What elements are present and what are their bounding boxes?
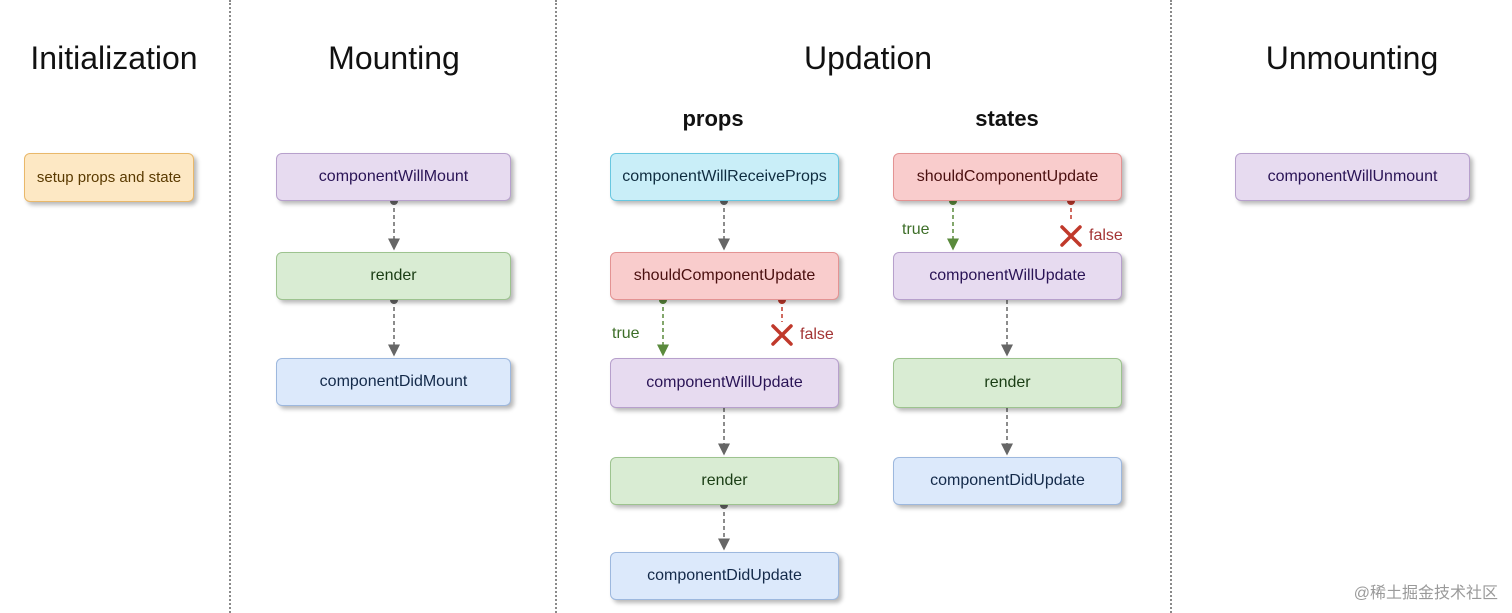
- node-props-should-component-update: shouldComponentUpdate: [610, 252, 839, 300]
- edge-props-render-didupdate: [718, 501, 730, 551]
- divider-mount-update: [555, 0, 557, 613]
- node-props-component-did-update: componentDidUpdate: [610, 552, 839, 600]
- node-props-component-will-update: componentWillUpdate: [610, 358, 839, 408]
- node-component-will-unmount: componentWillUnmount: [1235, 153, 1470, 201]
- divider-update-unmount: [1170, 0, 1172, 613]
- edge-states-should-false: [1060, 197, 1082, 247]
- edge-props-should-false: [771, 296, 793, 346]
- node-props-component-will-receive-props: componentWillReceiveProps: [610, 153, 839, 201]
- subsection-title-props: props: [682, 106, 744, 131]
- node-states-should-component-update: shouldComponentUpdate: [893, 153, 1122, 201]
- edge-states-should-true: [947, 197, 959, 251]
- edge-label-props-false: false: [800, 326, 834, 343]
- node-states-component-will-update: componentWillUpdate: [893, 252, 1122, 300]
- phase-title-mounting: Mounting: [328, 40, 460, 76]
- phase-title-initialization: Initialization: [30, 40, 198, 76]
- divider-init-mount: [229, 0, 231, 613]
- node-states-render: render: [893, 358, 1122, 408]
- node-mount-component-did-mount: componentDidMount: [276, 358, 511, 406]
- node-setup-props-and-state: setup props and state: [24, 153, 194, 202]
- node-mount-component-will-mount: componentWillMount: [276, 153, 511, 201]
- watermark: @稀土掘金技术社区: [1353, 585, 1498, 602]
- edge-mount-willmount-render: [388, 197, 400, 251]
- edge-props-receive-should: [718, 197, 730, 251]
- edge-label-states-false: false: [1089, 227, 1123, 244]
- phase-title-updation: Updation: [803, 40, 933, 76]
- node-states-component-did-update: componentDidUpdate: [893, 457, 1122, 505]
- edge-props-should-true: [657, 296, 669, 357]
- edge-label-props-true: true: [612, 325, 640, 342]
- edge-mount-render-didmount: [388, 296, 400, 357]
- node-mount-render: render: [276, 252, 511, 300]
- edge-label-states-true: true: [902, 221, 930, 238]
- node-props-render: render: [610, 457, 839, 505]
- phase-title-unmounting: Unmounting: [1265, 40, 1439, 76]
- subsection-title-states: states: [975, 106, 1039, 131]
